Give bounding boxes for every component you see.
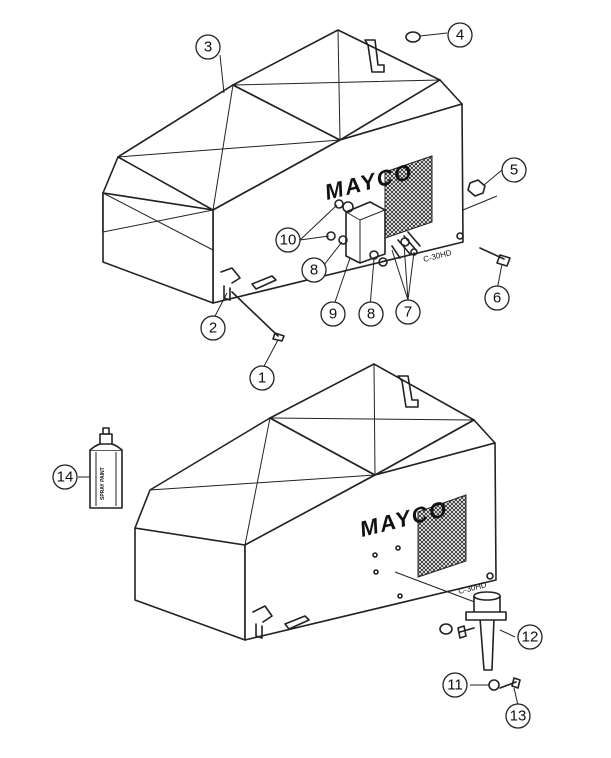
callout-number: 13 — [510, 708, 527, 725]
callout-number: 7 — [404, 304, 412, 321]
spray-can-icon: SPRAY PAINT — [89, 427, 123, 509]
callout-number: 14 — [57, 469, 74, 486]
callout-top-9: 9 — [320, 301, 346, 327]
callout-number: 6 — [493, 290, 501, 307]
callout-top-4: 4 — [447, 22, 473, 48]
bracket-12-icon — [465, 591, 507, 671]
cover2-side-face — [244, 442, 497, 641]
callout-number: 9 — [329, 306, 337, 323]
callout-top-8: 8 — [301, 257, 327, 283]
engine-cover-top: MAYCO C-30HD — [102, 29, 511, 371]
callout-number: 11 — [447, 677, 463, 694]
grip-handle-icon — [251, 275, 277, 290]
callout-top-2: 2 — [200, 315, 226, 341]
callout-top-8: 8 — [358, 301, 384, 327]
callout-number: 2 — [209, 320, 217, 337]
callout-number: 8 — [310, 262, 318, 279]
lift-handle-icon — [364, 39, 385, 73]
callout-top-10: 10 — [275, 227, 301, 253]
grip-handle-icon — [284, 615, 310, 630]
bolt-1-icon — [231, 291, 285, 342]
nut-5-icon — [467, 179, 486, 197]
callout-number: 1 — [258, 370, 266, 387]
vent-grille-icon — [417, 494, 467, 578]
cover2-left-lower — [134, 527, 246, 641]
callout-number: 4 — [456, 27, 464, 44]
callout-bottom-11: 11 — [442, 672, 468, 698]
callout-bottom-12: 12 — [517, 624, 543, 650]
lift-handle-icon — [397, 375, 419, 408]
callout-top-1: 1 — [249, 365, 275, 391]
callout-number: 5 — [510, 162, 518, 179]
washer-icon — [439, 623, 453, 635]
callout-top-3: 3 — [195, 34, 221, 60]
engine-cover-bottom: MAYCO C-30HD SPRAY PAINT — [78, 363, 521, 706]
callout-number: 3 — [204, 39, 212, 56]
cover-left-lower — [102, 192, 214, 304]
callout-top-5: 5 — [501, 157, 527, 183]
callout-number: 10 — [280, 232, 297, 249]
callout-number: 8 — [367, 306, 375, 323]
washer-11-icon — [488, 679, 500, 691]
callout-number: 12 — [522, 629, 539, 646]
callout-bottom-14: 14 — [52, 464, 78, 490]
spray-can-label: SPRAY PAINT — [100, 467, 106, 500]
callout-top-6: 6 — [484, 285, 510, 311]
latch-icon — [252, 605, 273, 639]
callout-top-7: 7 — [395, 299, 421, 325]
cap-4-icon — [405, 31, 421, 43]
bolt-icon — [457, 625, 475, 639]
latch-icon — [220, 267, 241, 301]
callout-bottom-13: 13 — [505, 703, 531, 729]
bolt-6-icon — [479, 247, 511, 267]
bolt-13-icon — [499, 677, 521, 689]
